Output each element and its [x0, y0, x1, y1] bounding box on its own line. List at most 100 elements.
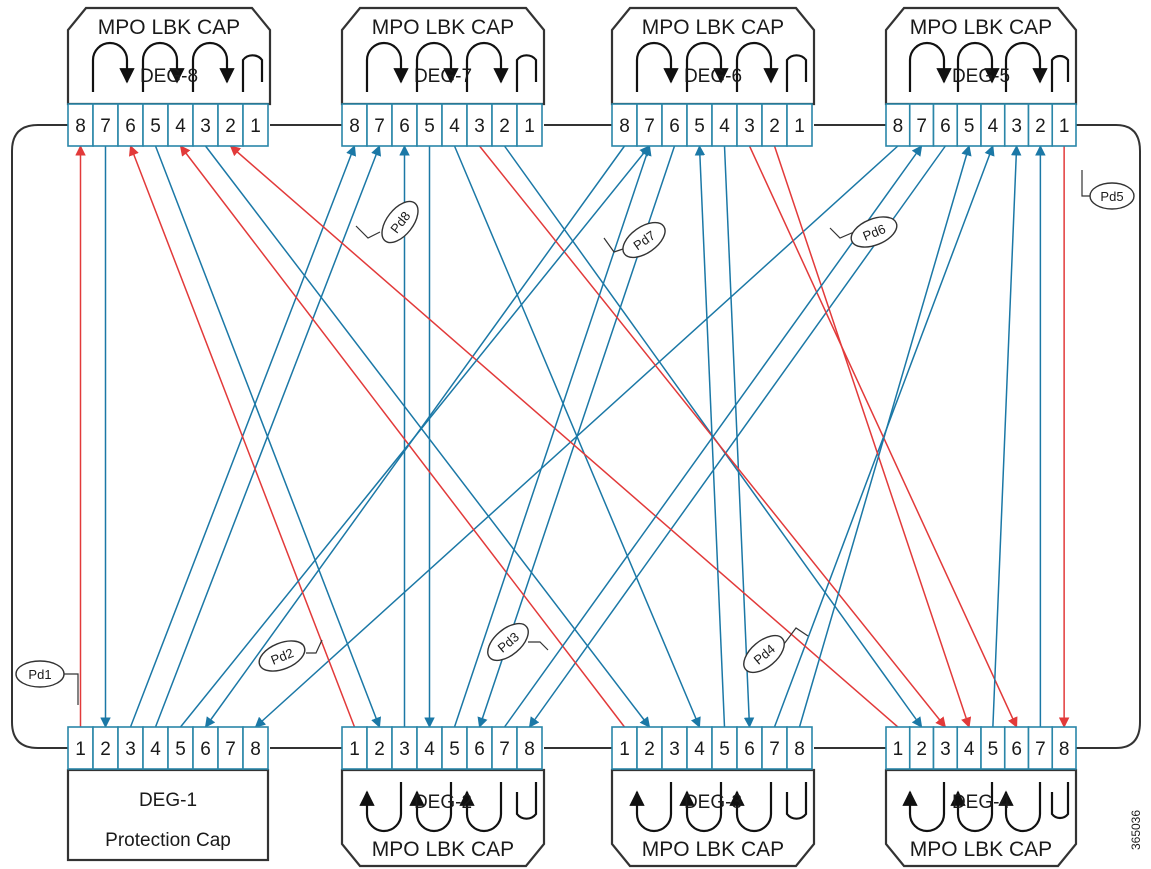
port-box [142, 726, 169, 770]
port-number: 2 [1035, 116, 1046, 137]
port-deg7-6: 6 [391, 103, 418, 147]
port-number: 1 [794, 116, 805, 137]
port-box [167, 103, 194, 147]
pd-oval [622, 221, 666, 259]
port-number: 1 [524, 116, 535, 137]
loopback-arcs [635, 41, 808, 92]
port-box [736, 103, 763, 147]
port-deg1-8: 8 [242, 726, 269, 770]
port-box [516, 103, 543, 147]
pd-label-pd3: Pd3 [487, 622, 529, 662]
pd-text: Pd1 [28, 667, 51, 682]
deg-label: DEG-6 [684, 66, 742, 87]
port-deg5-2: 2 [1027, 103, 1054, 147]
loopback-arcs [365, 41, 538, 92]
pd-oval [381, 200, 419, 244]
port-box [761, 103, 788, 147]
port-number: 6 [399, 116, 410, 137]
loopback-arcs [91, 41, 264, 92]
pd-oval [850, 216, 898, 248]
fiber-b2-5-to-t6-7 [453, 145, 652, 728]
trunk-outline [11, 124, 1141, 749]
pd-oval [15, 660, 65, 688]
port-deg5-7: 7 [908, 103, 935, 147]
port-deg4-6: 6 [1003, 726, 1030, 770]
fiber-b3-5-to-t6-5 [694, 144, 726, 728]
deg-label: DEG-8 [140, 66, 198, 87]
port-number: 7 [499, 739, 510, 760]
port-deg6-6: 6 [661, 103, 688, 147]
port-number: 7 [100, 116, 111, 137]
port-number: 4 [449, 116, 460, 137]
deg-label: DEG-1 [139, 790, 197, 811]
bottom-module-deg1: DEG-1 Protection Cap [66, 768, 270, 862]
port-number: 4 [719, 116, 730, 137]
cap-title: MPO LBK CAP [372, 838, 514, 861]
pd-label-pd1: Pd1 [15, 660, 65, 688]
port-deg6-8: 8 [611, 103, 638, 147]
fiber-t6-4-to-b3-6 [723, 145, 755, 729]
port-box [1051, 103, 1077, 147]
port-number: 2 [644, 739, 655, 760]
port-number: 3 [200, 116, 211, 137]
port-number: 5 [719, 739, 730, 760]
port-deg4-1: 1 [885, 726, 911, 770]
pd-oval [743, 634, 785, 674]
port-deg4-3: 3 [932, 726, 959, 770]
port-number: 8 [619, 116, 630, 137]
loopback-arcs [908, 41, 1070, 92]
port-deg2-3: 3 [391, 726, 418, 770]
port-deg1-3: 3 [117, 726, 144, 770]
port-number: 7 [769, 739, 780, 760]
top-module-deg5: MPO LBK CAP DEG-5 [884, 6, 1078, 106]
pd-label-pd6: Pd6 [850, 216, 898, 248]
port-box [491, 726, 518, 770]
port-number: 3 [1011, 116, 1022, 137]
port-number: 8 [1059, 739, 1070, 760]
port-deg1-5: 5 [167, 726, 194, 770]
port-deg5-1: 1 [1051, 103, 1077, 147]
port-box [67, 103, 94, 147]
pd-oval [1089, 182, 1135, 210]
port-number: 6 [200, 739, 211, 760]
port-number: 2 [916, 739, 927, 760]
port-deg3-7: 7 [761, 726, 788, 770]
port-box [611, 103, 638, 147]
port-number: 8 [893, 116, 904, 137]
port-deg2-7: 7 [491, 726, 518, 770]
port-box [786, 103, 813, 147]
top-module-deg6: MPO LBK CAP DEG-6 [610, 6, 816, 106]
port-number: 4 [988, 116, 999, 137]
fiber-t6-3-to-b4-6 [748, 145, 1018, 728]
port-box [736, 726, 763, 770]
port-deg3-3: 3 [661, 726, 688, 770]
port-deg8-3: 3 [192, 103, 219, 147]
port-box [142, 103, 169, 147]
port-deg6-3: 3 [736, 103, 763, 147]
port-deg8-5: 5 [142, 103, 169, 147]
port-deg4-7: 7 [1027, 726, 1054, 770]
port-deg6-2: 2 [761, 103, 788, 147]
lbk-cap-panel [610, 768, 816, 868]
port-number: 6 [1011, 739, 1022, 760]
port-box [366, 726, 393, 770]
port-number: 4 [694, 739, 705, 760]
deg-label: DEG-5 [952, 66, 1010, 87]
port-deg4-4: 4 [956, 726, 982, 770]
port-deg3-6: 6 [736, 726, 763, 770]
pd-oval [258, 640, 306, 672]
port-number: 1 [619, 739, 630, 760]
pd-label-pd4: Pd4 [743, 634, 785, 674]
port-number: 3 [399, 739, 410, 760]
port-deg3-8: 8 [786, 726, 813, 770]
port-box [711, 103, 738, 147]
port-deg7-5: 5 [416, 103, 443, 147]
port-number: 7 [374, 116, 385, 137]
pd-leaders [64, 170, 1090, 705]
bottom-module-deg4: DEG-4 MPO LBK CAP [884, 768, 1078, 868]
